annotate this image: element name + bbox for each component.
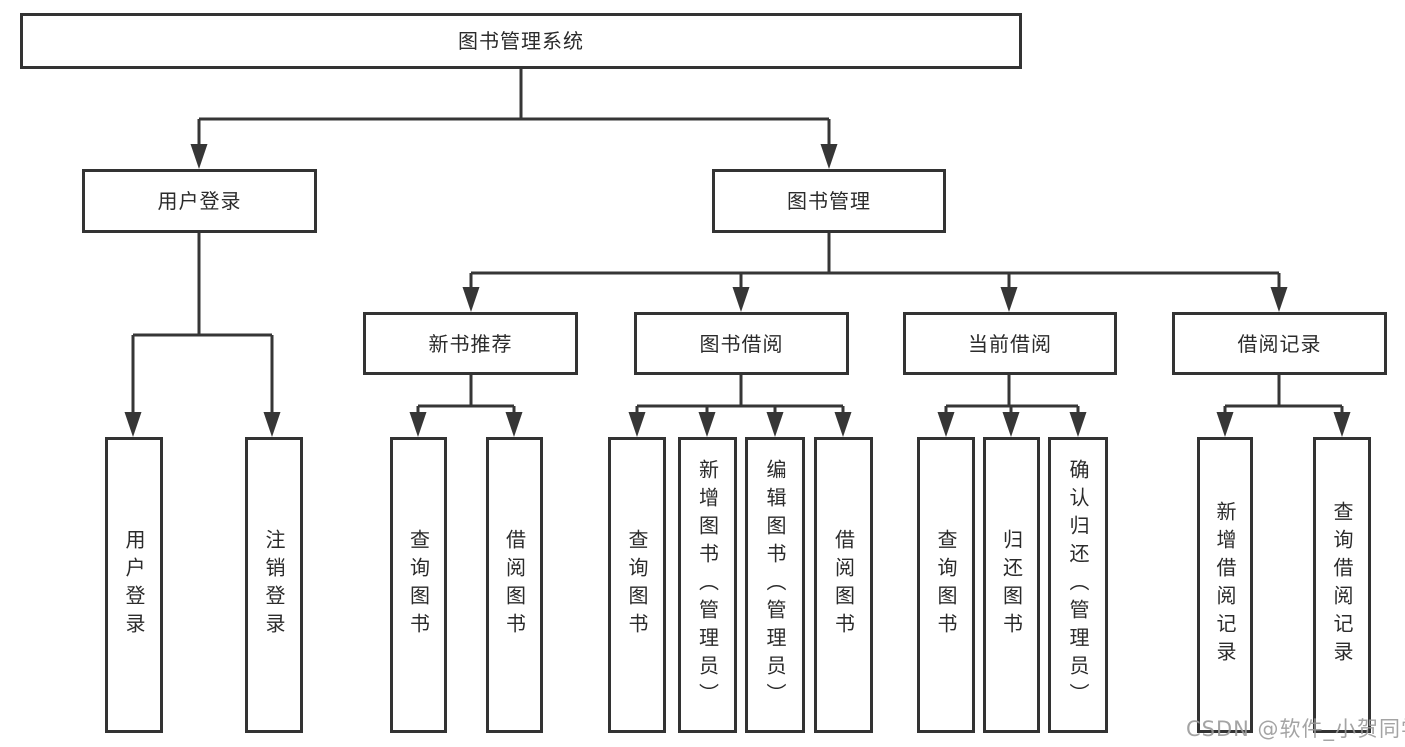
node-book-borrow-label: 图书借阅 [699, 331, 784, 356]
node-book-management-label: 图书管理 [787, 189, 871, 213]
leaf-query-books-borrow-label: 查询图书 [625, 529, 649, 641]
leaf-borrow-books-recommend: 借阅图书 [486, 437, 543, 733]
leaf-borrow-books: 借阅图书 [814, 437, 873, 733]
leaf-logout: 注销登录 [245, 437, 303, 733]
arrow-down-icon [1002, 412, 1020, 437]
node-root-label: 图书管理系统 [458, 29, 584, 53]
arrow-down-icon [1333, 412, 1351, 437]
node-user-login-label: 用户登录 [157, 189, 242, 213]
leaf-edit-books-admin-label: 编辑图书（管理员） [763, 459, 787, 711]
node-current-borrow: 当前借阅 [903, 312, 1117, 375]
leaf-add-books-admin: 新增图书（管理员） [678, 437, 737, 733]
connector-lines [131, 69, 1344, 416]
arrow-down-icon [698, 412, 716, 437]
arrow-down-icon [1216, 412, 1234, 437]
arrow-down-icon [505, 412, 523, 437]
node-root: 图书管理系统 [20, 13, 1022, 69]
arrow-down-icon [937, 412, 955, 437]
node-user-login: 用户登录 [82, 169, 317, 233]
node-book-borrow: 图书借阅 [634, 312, 849, 375]
node-borrow-records: 借阅记录 [1172, 312, 1387, 375]
leaf-query-books-recommend-label: 查询图书 [406, 529, 431, 641]
arrow-down-icon [1000, 287, 1018, 312]
arrowheads [124, 144, 1351, 437]
leaf-borrow-books-label: 借阅图书 [831, 529, 856, 641]
arrow-down-icon [462, 287, 480, 312]
leaf-query-borrow-record-label: 查询借阅记录 [1330, 501, 1354, 669]
csdn-watermark: CSDN @软件_小贺同学 [1186, 717, 1405, 741]
leaf-query-books-current: 查询图书 [917, 437, 975, 733]
arrow-down-icon [190, 144, 208, 169]
leaf-query-borrow-record: 查询借阅记录 [1313, 437, 1371, 733]
leaf-query-books-borrow: 查询图书 [608, 437, 666, 733]
node-new-book-recommend: 新书推荐 [363, 312, 578, 375]
arrow-down-icon [1270, 287, 1288, 312]
node-borrow-records-label: 借阅记录 [1237, 331, 1322, 356]
leaf-add-borrow-record-label: 新增借阅记录 [1213, 501, 1237, 669]
leaf-edit-books-admin: 编辑图书（管理员） [745, 437, 805, 733]
leaf-confirm-return-admin-label: 确认归还（管理员） [1066, 459, 1090, 711]
node-current-borrow-label: 当前借阅 [968, 331, 1052, 356]
arrow-down-icon [820, 144, 838, 169]
leaf-return-books-label: 归还图书 [999, 529, 1024, 641]
arrow-down-icon [1069, 412, 1087, 437]
leaf-add-books-admin-label: 新增图书（管理员） [695, 459, 720, 711]
leaf-add-borrow-record: 新增借阅记录 [1197, 437, 1253, 733]
arrow-down-icon [766, 412, 784, 437]
arrow-down-icon [124, 412, 142, 437]
node-book-management: 图书管理 [712, 169, 946, 233]
leaf-return-books: 归还图书 [983, 437, 1040, 733]
leaf-query-books-current-label: 查询图书 [934, 529, 958, 641]
leaf-logout-label: 注销登录 [262, 529, 286, 641]
arrow-down-icon [409, 412, 427, 437]
leaf-borrow-books-recommend-label: 借阅图书 [502, 529, 527, 641]
leaf-confirm-return-admin: 确认归还（管理员） [1048, 437, 1108, 733]
leaf-user-login-label: 用户登录 [122, 529, 146, 641]
arrow-down-icon [263, 412, 281, 437]
leaf-query-books-recommend: 查询图书 [390, 437, 447, 733]
arrow-down-icon [628, 412, 646, 437]
leaf-user-login: 用户登录 [105, 437, 163, 733]
arrow-down-icon [732, 287, 750, 312]
node-new-book-recommend-label: 新书推荐 [428, 331, 513, 356]
arrow-down-icon [834, 412, 852, 437]
